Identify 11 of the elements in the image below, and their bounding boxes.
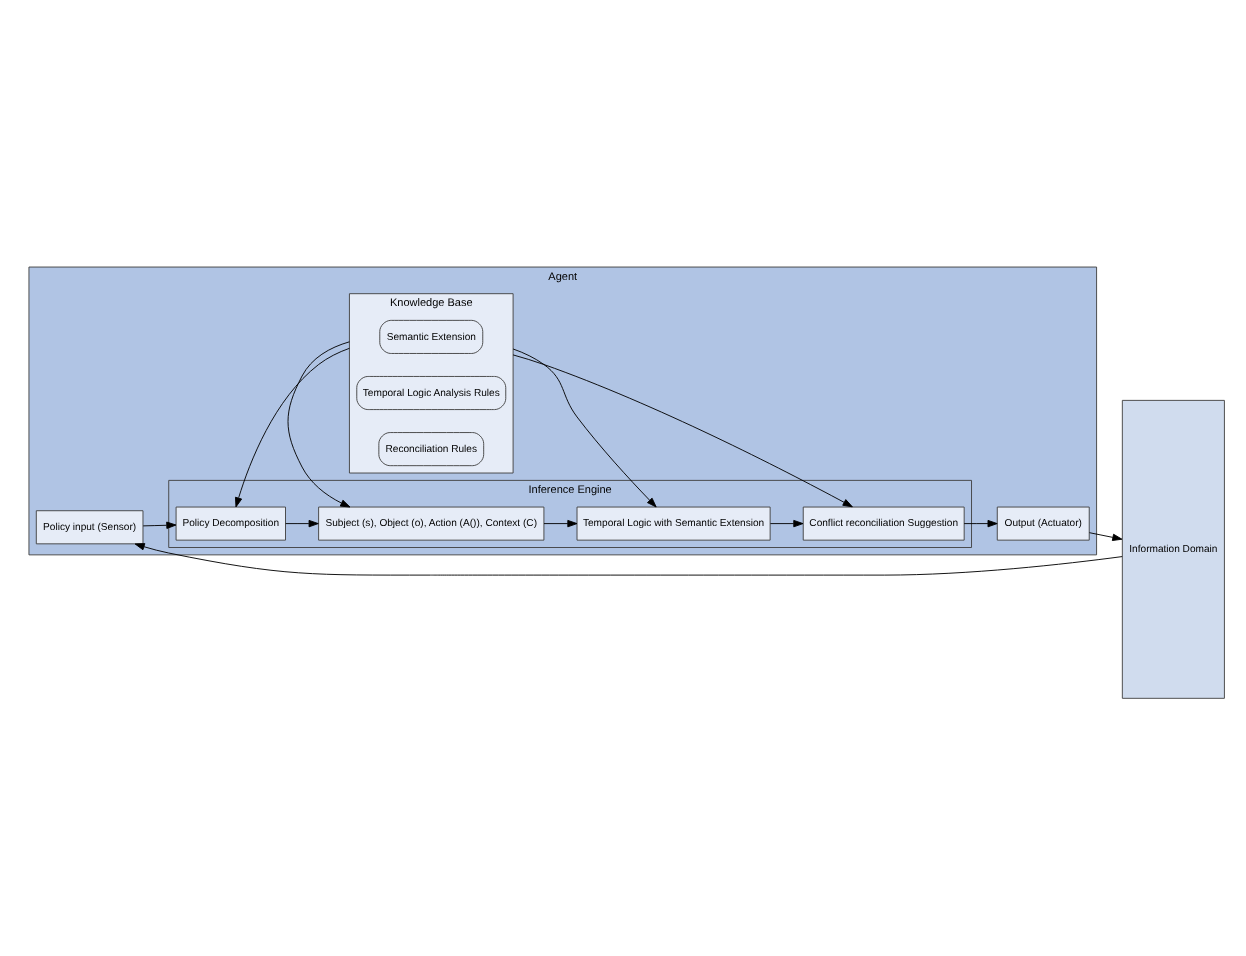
arrow bbox=[285, 518, 319, 527]
arrow bbox=[769, 518, 804, 527]
arrow bbox=[142, 520, 177, 528]
arrow bbox=[134, 542, 1123, 575]
arrow bbox=[235, 346, 350, 507]
arrow bbox=[512, 353, 853, 507]
arrow bbox=[963, 518, 998, 527]
arrow bbox=[543, 518, 578, 527]
arrow bbox=[287, 340, 351, 507]
arrow bbox=[1088, 531, 1123, 540]
arrow bbox=[512, 347, 657, 507]
